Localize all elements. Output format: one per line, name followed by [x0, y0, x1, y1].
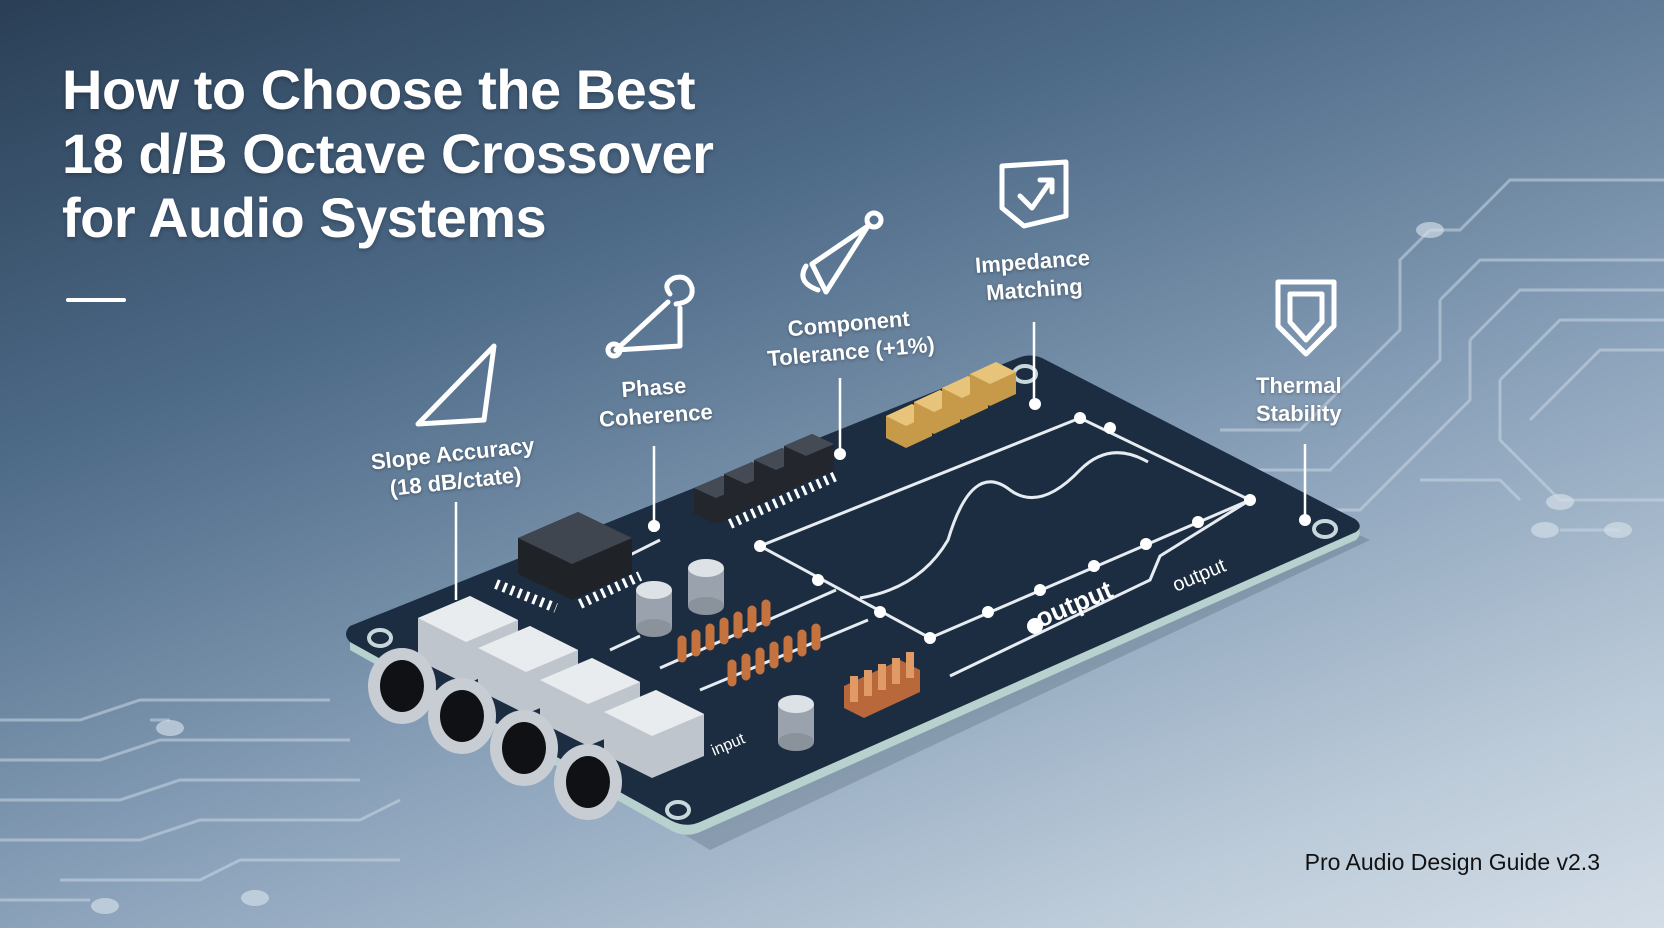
page-title: How to Choose the Best 18 d/B Octave Cro…	[62, 58, 762, 250]
resistor-array	[727, 623, 821, 687]
footer-caption: Pro Audio Design Guide v2.3	[1304, 849, 1600, 875]
electrolytic-capacitors	[636, 559, 814, 751]
label-phase-coherence: Phase Coherence	[596, 370, 713, 434]
slope-triangle-icon	[415, 343, 497, 427]
rca-jack	[554, 690, 704, 820]
title-line: How to Choose the Best	[62, 58, 696, 121]
label-line: Thermal	[1256, 373, 1342, 398]
background-circuit-traces	[0, 178, 1664, 902]
tolerance-probe-icon	[800, 210, 884, 295]
callout-lines	[454, 322, 1307, 600]
title-line: for Audio Systems	[62, 186, 547, 249]
trace-nodes	[648, 398, 1311, 644]
background-circuit-nodes	[91, 222, 1632, 914]
ic-chip	[784, 434, 834, 482]
main-ic	[494, 512, 643, 613]
label-impedance-matching: Impedance Matching	[974, 244, 1093, 308]
capacitor	[970, 362, 1016, 406]
impedance-arrow-icon	[999, 159, 1069, 229]
label-line: Stability	[1256, 401, 1342, 426]
title-underline	[66, 298, 126, 302]
resistor-block	[844, 652, 920, 718]
electrolytic-capacitor	[778, 695, 814, 751]
mounting-holes	[367, 364, 1338, 820]
callout-endpoints	[648, 448, 846, 532]
resistor-array	[677, 599, 771, 663]
electrolytic-capacitor	[636, 581, 672, 637]
phase-coil-icon	[605, 274, 695, 359]
electrolytic-capacitor	[688, 559, 724, 615]
title-line: 18 d/B Octave Crossover	[62, 122, 714, 185]
capacitor-bank	[886, 362, 1016, 448]
ic-chip-row	[694, 434, 839, 529]
thermal-shield-icon	[1275, 279, 1337, 357]
label-thermal-stability: Thermal Stability	[1256, 372, 1342, 428]
